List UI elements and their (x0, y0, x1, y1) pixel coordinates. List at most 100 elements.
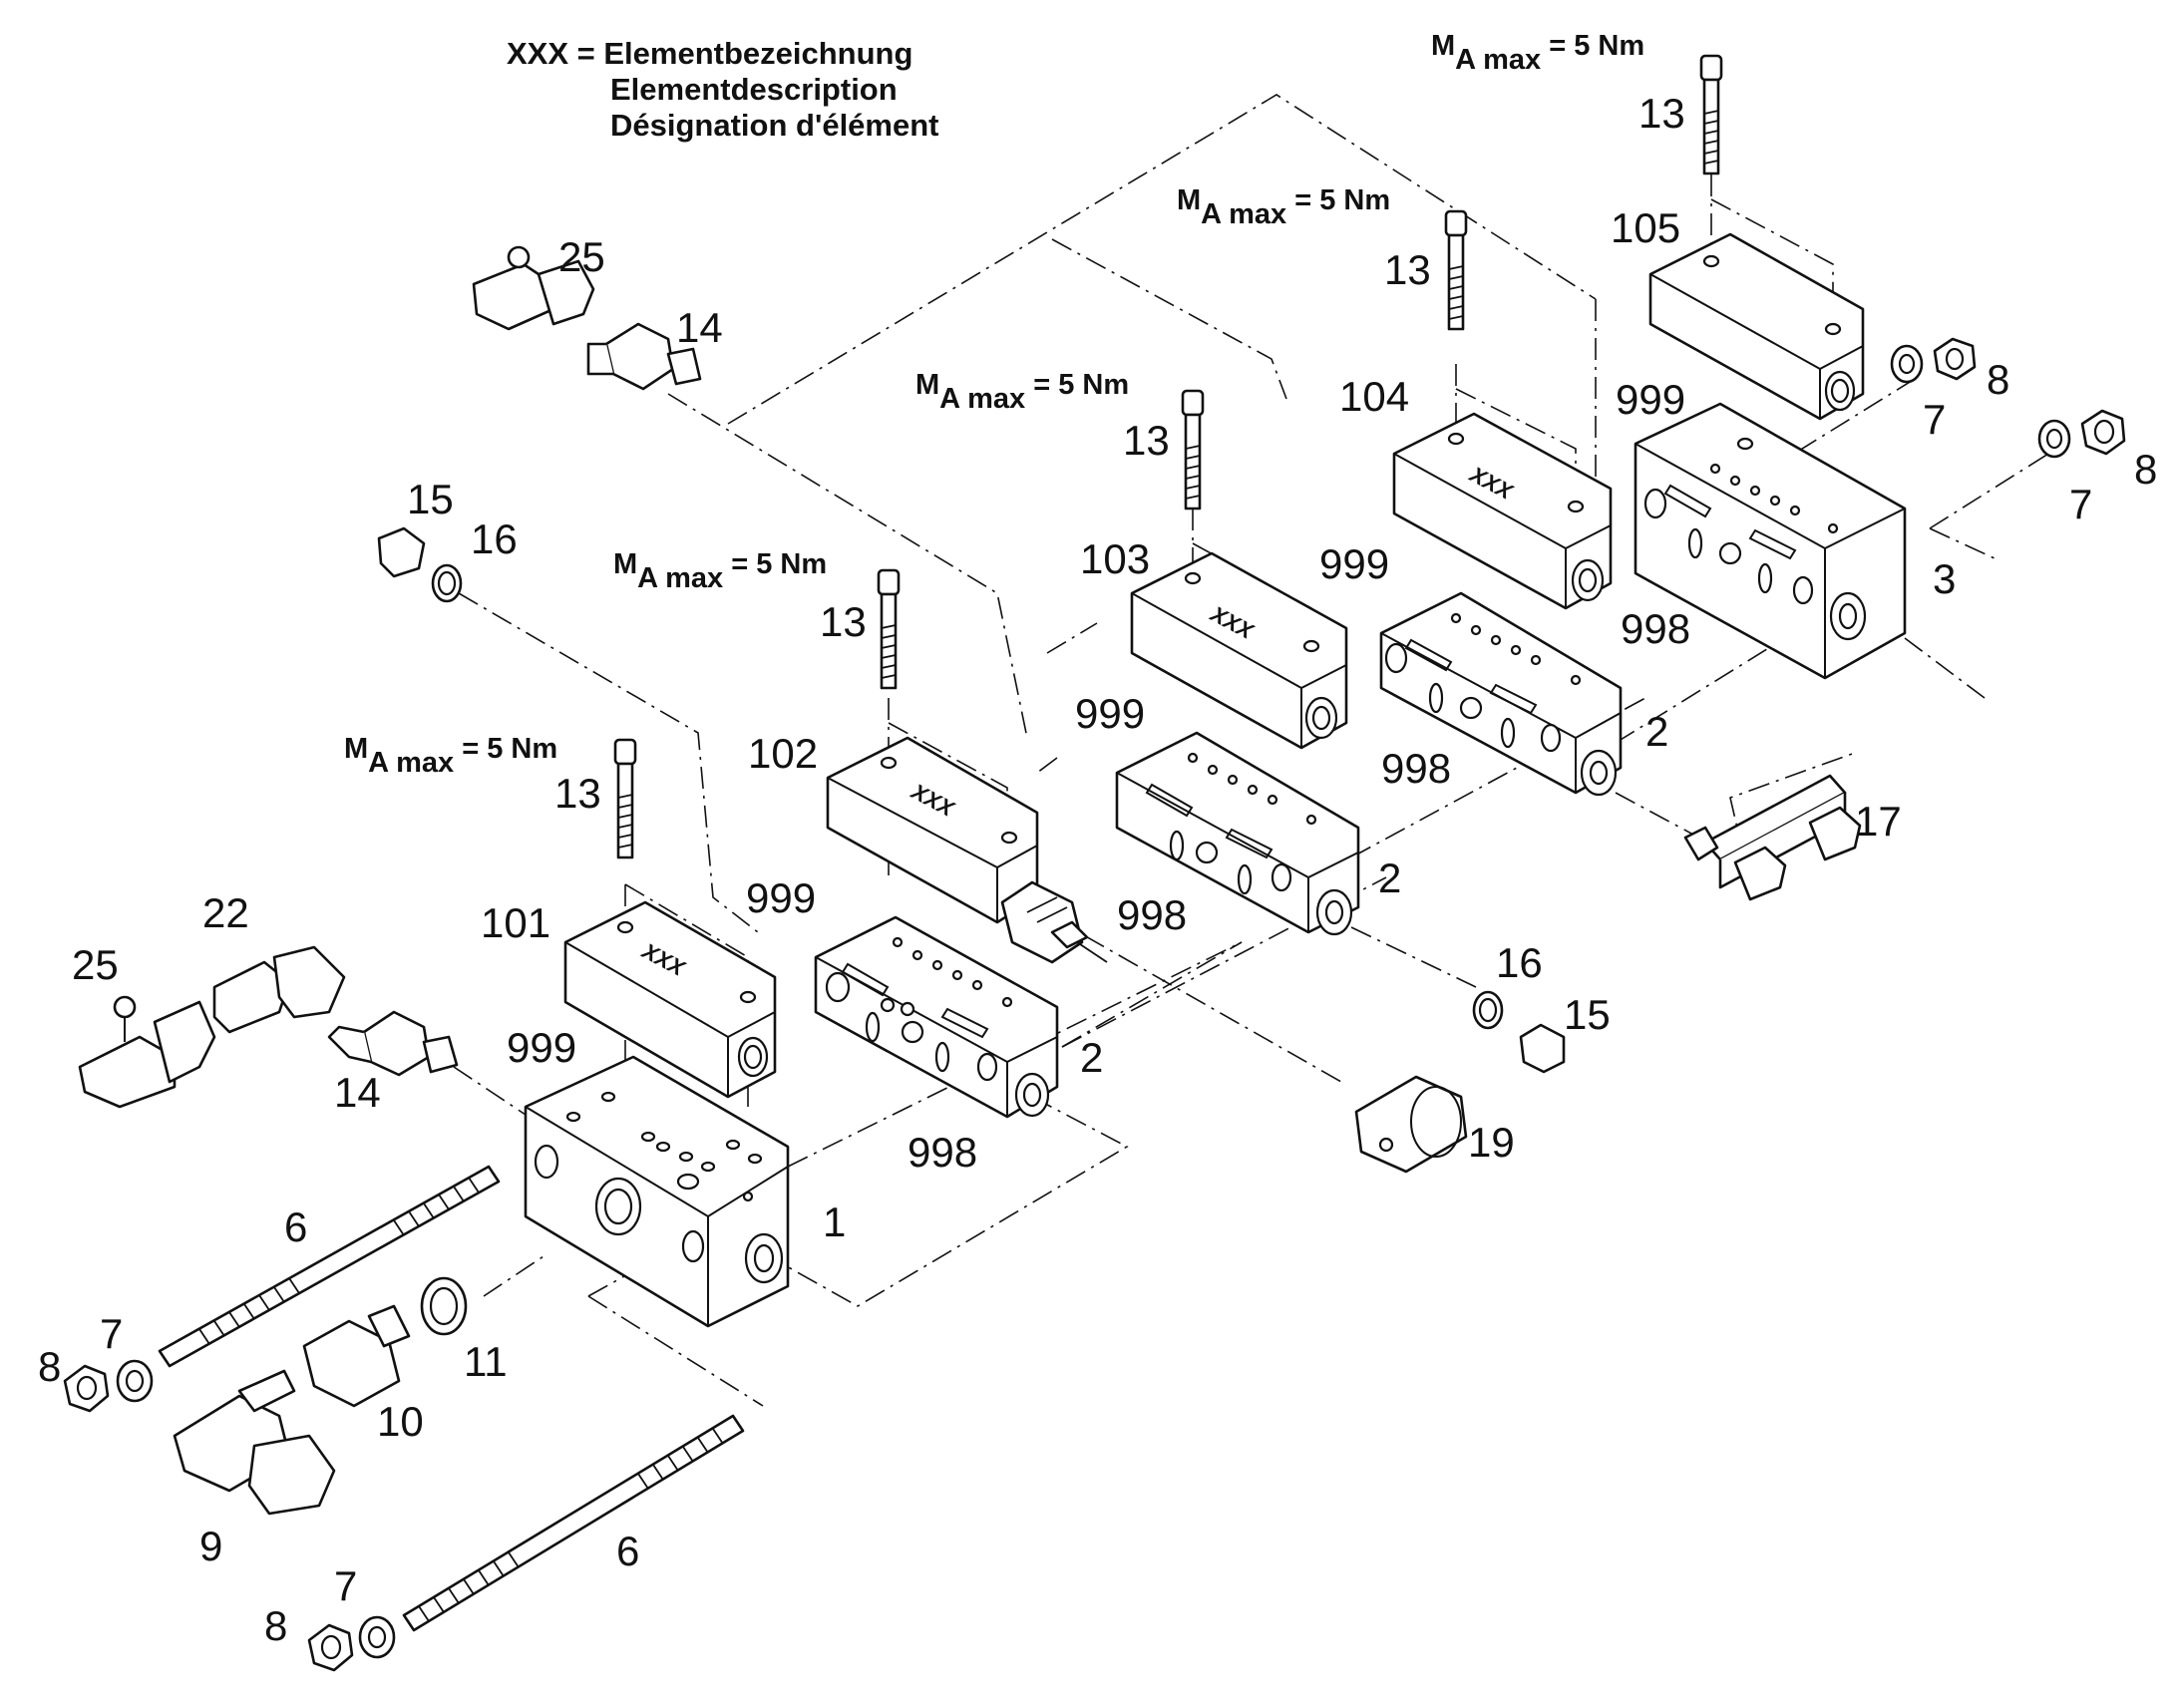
torque-value: = 5 Nm (1286, 184, 1390, 216)
label-part-998: 998 (1381, 745, 1451, 792)
seal-16-lower (1472, 990, 1504, 1030)
fitting-14-lower (327, 1010, 459, 1077)
legend-line-2: Elementdescription (610, 72, 898, 107)
plug-15-lower (1519, 1023, 1566, 1074)
svg-text:MA max = 5 Nm: MA max = 5 Nm (1431, 30, 1644, 76)
fitting-on-102 (1000, 880, 1108, 964)
legend: XXX = Elementbezeichnung Elementdescript… (507, 36, 938, 143)
label-part-9: 9 (199, 1523, 222, 1569)
label-part-7: 7 (100, 1310, 123, 1357)
label-part-13: 13 (554, 770, 601, 817)
torque-value: = 5 Nm (723, 548, 827, 580)
label-part-7: 7 (2069, 481, 2092, 527)
washer-7-a (116, 1359, 154, 1403)
label-part-998: 998 (908, 1129, 977, 1176)
torque-subscript: A max (1201, 198, 1286, 230)
torque-subscript: A max (1455, 44, 1541, 76)
torque-prefix: M (1177, 184, 1201, 216)
label-part-998: 998 (1621, 605, 1690, 652)
elbow-fitting-22 (212, 945, 346, 1034)
label-part-6: 6 (616, 1528, 639, 1574)
label-part-14: 14 (676, 304, 723, 351)
label-part-15: 15 (1564, 991, 1611, 1038)
bolt-13-a (613, 738, 637, 859)
torque-subscript: A max (368, 747, 454, 779)
label-part-104: 104 (1339, 373, 1409, 420)
label-part-8: 8 (1987, 356, 2009, 403)
svg-text:MA max = 5 Nm: MA max = 5 Nm (915, 369, 1129, 415)
label-part-8: 8 (2134, 446, 2157, 493)
tee-fitting-25-upper (472, 245, 595, 331)
torque-prefix: M (344, 733, 368, 765)
part-labels: 1 2 2 2 3 6 6 7 7 7 7 8 8 8 8 9 10 11 13… (38, 90, 2157, 1649)
label-part-8: 8 (38, 1343, 61, 1390)
bolt-13-d (1444, 209, 1468, 331)
nut-8-a (63, 1364, 110, 1413)
torque-note-a: MA max = 5 Nm (344, 733, 557, 779)
label-part-105: 105 (1611, 204, 1680, 251)
seal-ring-11 (420, 1276, 468, 1336)
label-part-10: 10 (377, 1398, 424, 1445)
label-part-13: 13 (1384, 246, 1431, 293)
washer-7-d (2037, 419, 2071, 459)
label-part-14: 14 (334, 1069, 381, 1116)
svg-text:MA max = 5 Nm: MA max = 5 Nm (613, 548, 827, 594)
nut-8-d (2080, 409, 2126, 456)
tie-rod-6-lower (402, 1414, 745, 1632)
label-part-998: 998 (1117, 891, 1187, 938)
label-part-999: 999 (1319, 540, 1389, 587)
element-105 (1648, 232, 1865, 421)
label-part-16: 16 (471, 515, 518, 562)
label-part-999: 999 (746, 874, 816, 921)
torque-value: = 5 Nm (1541, 30, 1644, 62)
element-103: XXX (1130, 551, 1348, 750)
label-part-103: 103 (1080, 535, 1150, 582)
torque-note-e: MA max = 5 Nm (1431, 30, 1644, 76)
torque-prefix: M (613, 548, 637, 580)
tie-rod-6-upper (158, 1165, 501, 1368)
label-part-25: 25 (558, 233, 605, 280)
torque-note-b: MA max = 5 Nm (613, 548, 827, 594)
label-part-8: 8 (264, 1602, 287, 1649)
tee-fitting-25-lower (78, 995, 216, 1109)
torque-subscript: A max (939, 383, 1025, 415)
svg-text:MA max = 5 Nm: MA max = 5 Nm (344, 733, 557, 779)
label-part-13: 13 (1123, 417, 1170, 464)
cap-19 (1354, 1075, 1468, 1174)
block-2-upper (1379, 591, 1623, 797)
bridge-17 (1683, 774, 1862, 901)
block-3 (1634, 402, 1907, 680)
label-part-999: 999 (1075, 690, 1145, 737)
nut-8-b (307, 1623, 354, 1672)
block-2-lower (814, 915, 1059, 1119)
label-part-2: 2 (1378, 854, 1401, 901)
block-2-middle (1115, 731, 1360, 936)
torque-note-d: MA max = 5 Nm (1177, 184, 1390, 230)
bolt-13-e (1699, 54, 1723, 175)
label-part-11: 11 (464, 1338, 508, 1385)
label-part-1: 1 (823, 1198, 846, 1245)
nut-8-c (1933, 337, 1977, 381)
label-part-6: 6 (284, 1203, 307, 1250)
torque-value: = 5 Nm (454, 733, 557, 765)
label-part-3: 3 (1933, 555, 1956, 602)
label-part-17: 17 (1855, 798, 1902, 845)
label-part-15: 15 (407, 476, 454, 522)
bolt-13-b (877, 568, 901, 690)
seal-16-upper (431, 563, 463, 603)
plug-15-upper (377, 526, 426, 578)
label-part-19: 19 (1468, 1119, 1515, 1166)
label-part-13: 13 (820, 598, 867, 645)
bolt-13-c (1181, 389, 1205, 511)
label-part-16: 16 (1496, 939, 1543, 986)
torque-note-c: MA max = 5 Nm (915, 369, 1129, 415)
label-part-2: 2 (1080, 1034, 1103, 1081)
fitting-10 (302, 1304, 411, 1408)
legend-line-3: Désignation d'élément (610, 108, 938, 143)
label-part-102: 102 (748, 730, 818, 777)
torque-value: = 5 Nm (1025, 369, 1129, 401)
label-part-7: 7 (334, 1562, 357, 1609)
fitting-14-upper (586, 322, 702, 391)
element-102: XXX (826, 736, 1039, 924)
element-101: XXX (563, 900, 777, 1099)
